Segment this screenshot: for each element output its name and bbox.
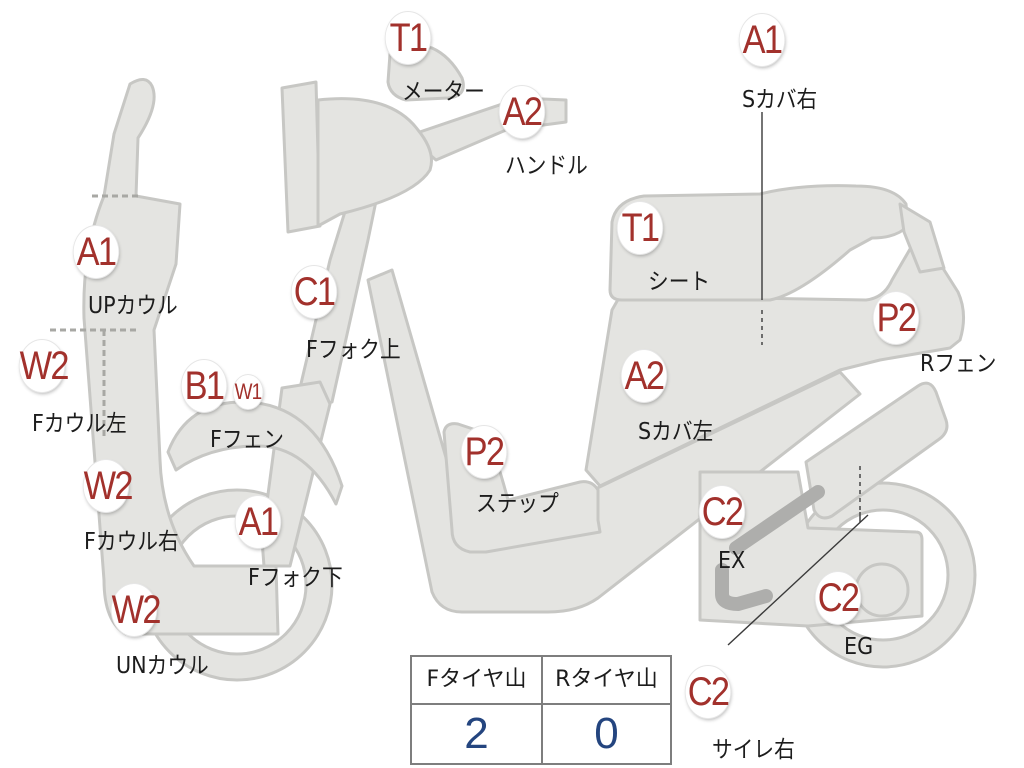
part-label-un-cowl: UNカウル <box>116 653 209 679</box>
part-label-silencer-r: サイレ右 <box>712 737 795 763</box>
part-label-f-cowl-left: Fカウル左 <box>32 411 127 437</box>
grade-badge: C2 <box>685 666 731 718</box>
part-label-meter: メーター <box>402 79 485 105</box>
grade-badge: P2 <box>873 292 919 344</box>
grade-badge: C2 <box>815 572 861 624</box>
part-label-engine: EG <box>844 634 874 660</box>
tail <box>898 202 946 274</box>
cowl-seam <box>50 194 140 440</box>
part-label-f-fork-lower: Fフォク下 <box>248 565 343 591</box>
leader-silencer <box>727 514 869 646</box>
part-label-exhaust: EX <box>718 548 746 574</box>
head-cover <box>316 97 433 228</box>
part-label-up-cowl: UPカウル <box>88 293 178 319</box>
part-label-f-fork-upper: Fフォク上 <box>306 337 401 363</box>
grade-badge: B1 <box>181 360 227 412</box>
part-label-s-cover-l: Sカバ左 <box>638 419 714 445</box>
grade-badge: C1 <box>291 266 337 318</box>
air-cleaner <box>804 381 949 520</box>
part-label-step: ステップ <box>476 491 559 517</box>
headlight <box>280 80 322 234</box>
tire-value-rear: 0 <box>594 709 619 758</box>
part-label-f-fender: Fフェン <box>210 427 285 453</box>
grade-badge: A1 <box>73 226 119 278</box>
grade-badge: A1 <box>235 496 281 548</box>
grade-badge: W2 <box>19 340 70 392</box>
part-label-seat: シート <box>648 269 711 295</box>
tire-tread-table: Fタイヤ山 Rタイヤ山 2 0 <box>410 655 672 765</box>
part-label-handle: ハンドル <box>505 153 588 179</box>
tire-header-rear: Rタイヤ山 <box>555 667 658 692</box>
grade-badge: T1 <box>617 202 663 254</box>
grade-badge: P2 <box>461 426 507 478</box>
part-label-f-cowl-right: Fカウル右 <box>84 529 179 555</box>
grade-badge: W2 <box>83 460 134 512</box>
grade-badge: A2 <box>499 86 545 138</box>
tire-header-front: Fタイヤ山 <box>426 667 527 692</box>
front-cowl <box>82 78 280 636</box>
part-label-s-cover-r: Sカバ右 <box>742 87 818 113</box>
tire-value-front: 2 <box>464 709 489 758</box>
engine-hub <box>854 562 910 618</box>
leader-lines <box>727 112 869 646</box>
grade-badge: A1 <box>739 14 785 66</box>
exhaust-pipe <box>715 485 825 611</box>
tire-table-divider <box>541 657 543 763</box>
grade-badge: W2 <box>111 584 162 636</box>
grade-badge: T1 <box>385 12 431 64</box>
part-label-r-fender: Rフェン <box>920 351 997 377</box>
grade-badge: A2 <box>621 350 667 402</box>
grade-badge: C2 <box>699 486 745 538</box>
grade-badge-secondary: W1 <box>233 375 263 409</box>
